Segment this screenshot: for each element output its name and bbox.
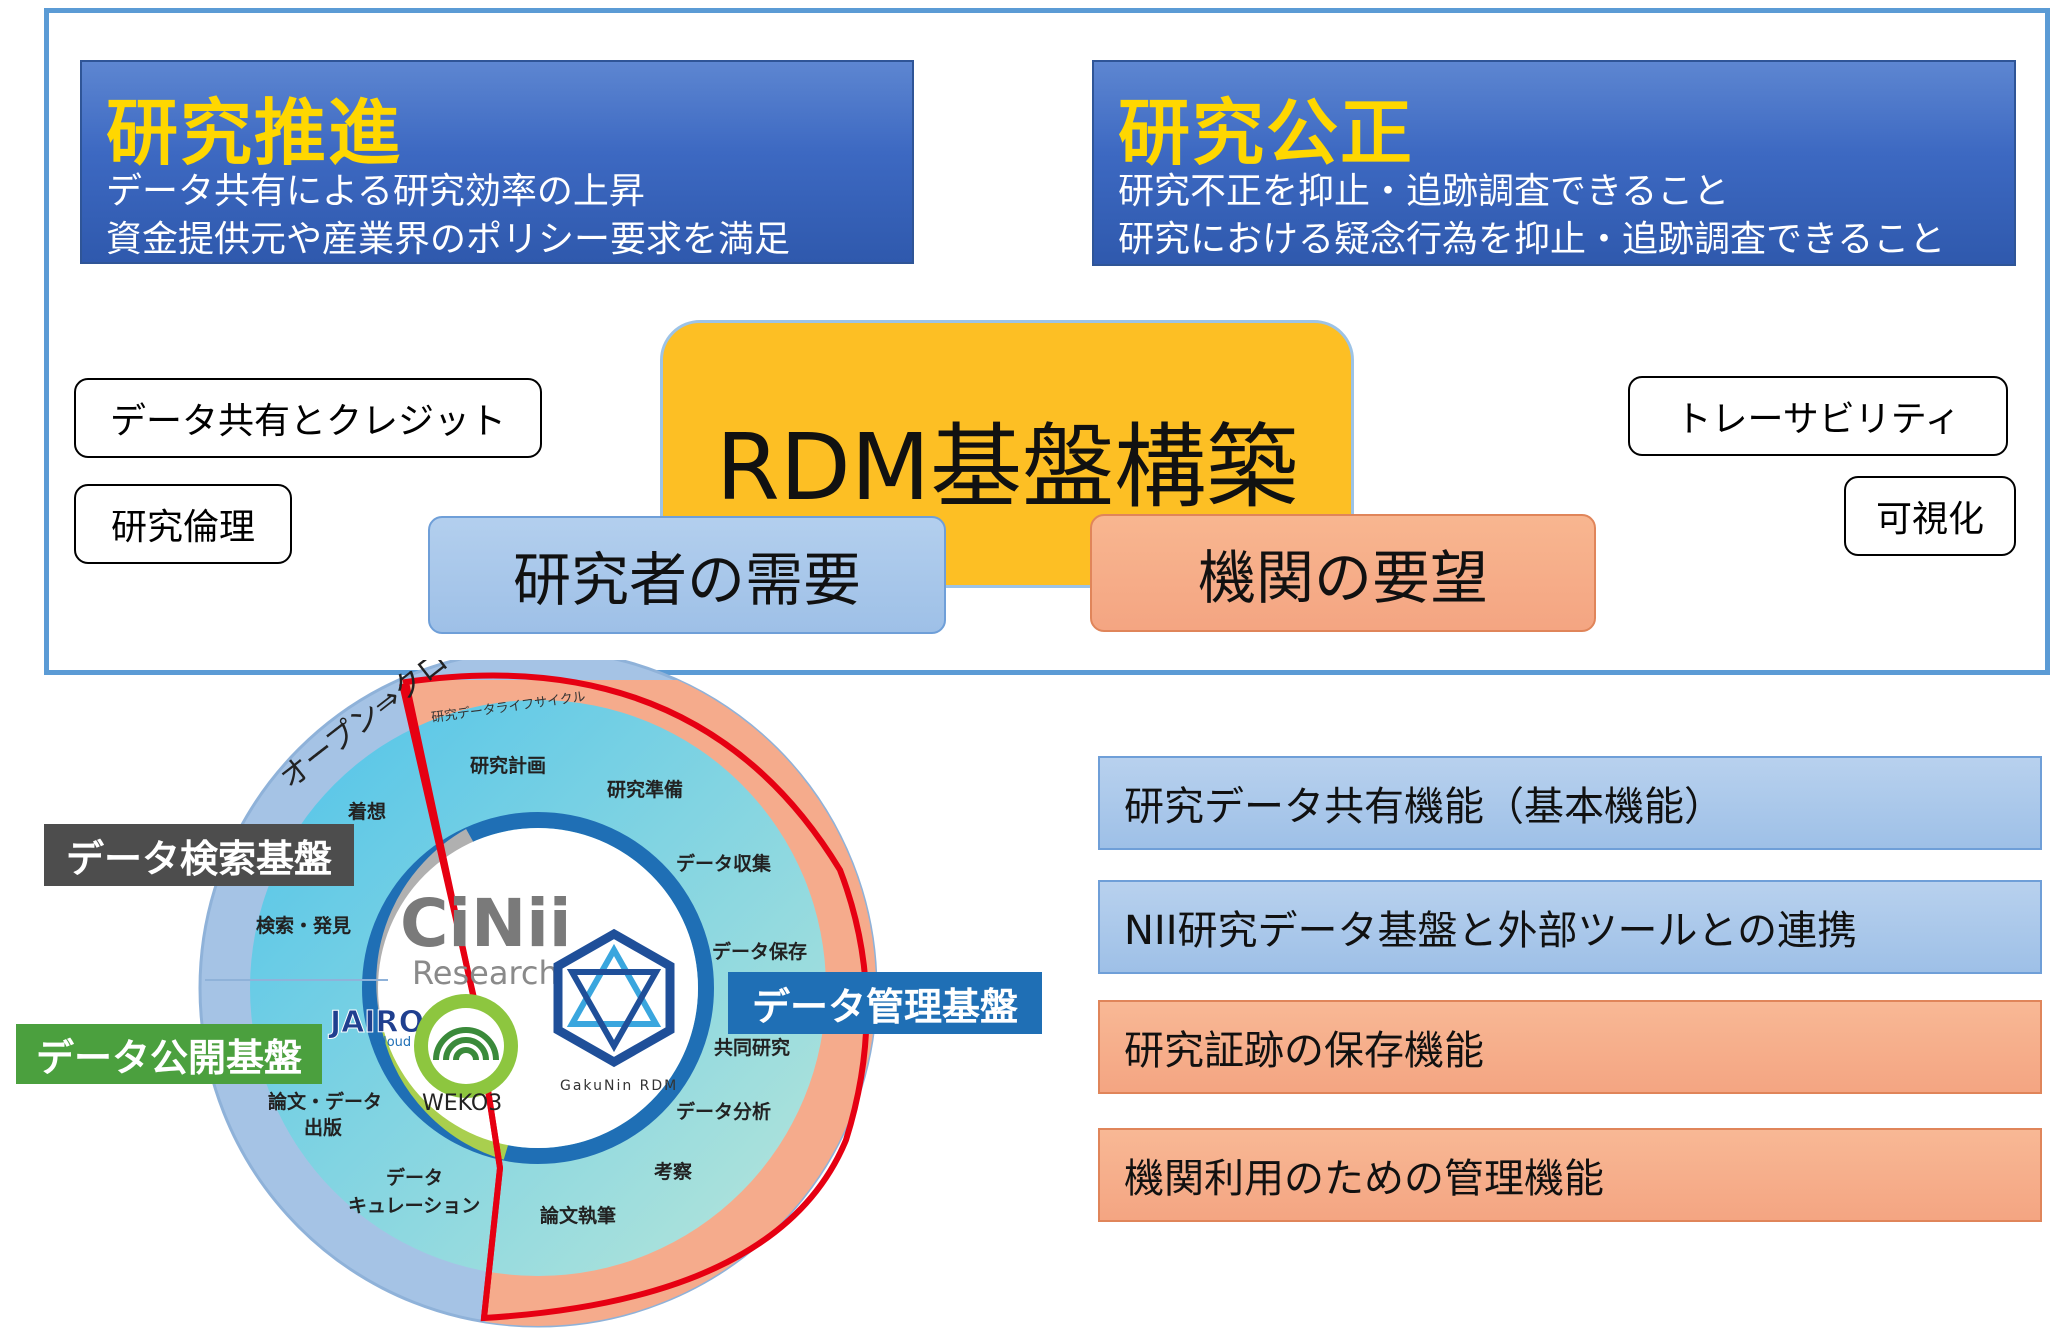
stage-research-preparation: 研究準備 <box>607 778 683 801</box>
institution-need-box: 機関の要望 <box>1090 514 1596 632</box>
research-integrity-panel: 研究公正 研究不正を抑止・追跡調査できること 研究における疑念行為を抑止・追跡調… <box>1092 60 2016 266</box>
rdm-core-label: RDM基盤構築 <box>715 414 1299 521</box>
stage-ideation: 着想 <box>348 800 386 823</box>
stage-publication-2: 出版 <box>304 1116 342 1139</box>
function-evidence-preservation: 研究証跡の保存機能 <box>1098 1000 2042 1094</box>
function-external-tool-integration: NII研究データ基盤と外部ツールとの連携 <box>1098 880 2042 974</box>
research-integrity-line-1: 研究不正を抑止・追跡調査できること <box>1118 171 1730 212</box>
weko-logo-icon <box>414 994 518 1098</box>
jairo-logo-text: JAIRO <box>328 1005 424 1040</box>
stage-search-discovery: 検索・発見 <box>256 914 351 937</box>
tag-research-ethics: 研究倫理 <box>74 484 292 564</box>
weko-logo-text: WEKO3 <box>422 1091 502 1116</box>
data-publish-platform-ribbon: データ公開基盤 <box>16 1024 322 1084</box>
tag-traceability: トレーサビリティ <box>1628 376 2008 456</box>
stage-research-planning: 研究計画 <box>470 754 546 777</box>
function-data-sharing: 研究データ共有機能（基本機能） <box>1098 756 2042 850</box>
management-arc <box>362 812 714 1164</box>
researcher-need-box: 研究者の需要 <box>428 516 946 634</box>
data-search-platform-ribbon: データ検索基盤 <box>44 824 354 886</box>
gakunin-rdm-text: GakuNin RDM <box>560 1078 678 1094</box>
cinii-research-text: Research <box>412 954 559 992</box>
stage-collaboration: 共同研究 <box>714 1036 790 1059</box>
stage-data-curation-1: データ <box>386 1166 443 1189</box>
stage-data-curation-2: キュレーション <box>348 1195 480 1217</box>
research-promotion-title: 研究推進 <box>106 91 403 175</box>
stage-data-storage: データ保存 <box>712 940 807 963</box>
stage-data-collection: データ収集 <box>676 852 772 875</box>
research-promotion-panel: 研究推進 データ共有による研究効率の上昇 資金提供元や産業界のポリシー要求を満足 <box>80 60 914 264</box>
stage-data-analysis: データ分析 <box>676 1100 771 1123</box>
jairo-cloud-text: Cloud <box>374 1035 411 1050</box>
function-institution-management: 機関利用のための管理機能 <box>1098 1128 2042 1222</box>
gakunin-rdm-logo-icon <box>553 928 675 1068</box>
stage-publication-1: 論文・データ <box>268 1090 382 1113</box>
cinii-logo-text: CiNii <box>400 885 572 962</box>
tag-data-sharing-credit: データ共有とクレジット <box>74 378 542 458</box>
research-integrity-line-2: 研究における疑念行為を抑止・追跡調査できること <box>1118 219 1946 260</box>
research-promotion-line-1: データ共有による研究効率の上昇 <box>106 171 645 212</box>
stage-discussion: 考察 <box>654 1160 693 1183</box>
research-integrity-title: 研究公正 <box>1118 91 1415 175</box>
tag-visualization: 可視化 <box>1844 476 2016 556</box>
research-promotion-line-2: 資金提供元や産業界のポリシー要求を満足 <box>106 219 791 260</box>
research-data-lifecycle-diagram: オープン⇒クローズド 研究データライフサイクル 研究計画 研究準備 データ収集 … <box>198 660 878 1328</box>
rdm-overview-frame <box>44 8 2050 675</box>
data-management-platform-ribbon: データ管理基盤 <box>728 972 1042 1034</box>
stage-paper-writing: 論文執筆 <box>540 1204 616 1227</box>
